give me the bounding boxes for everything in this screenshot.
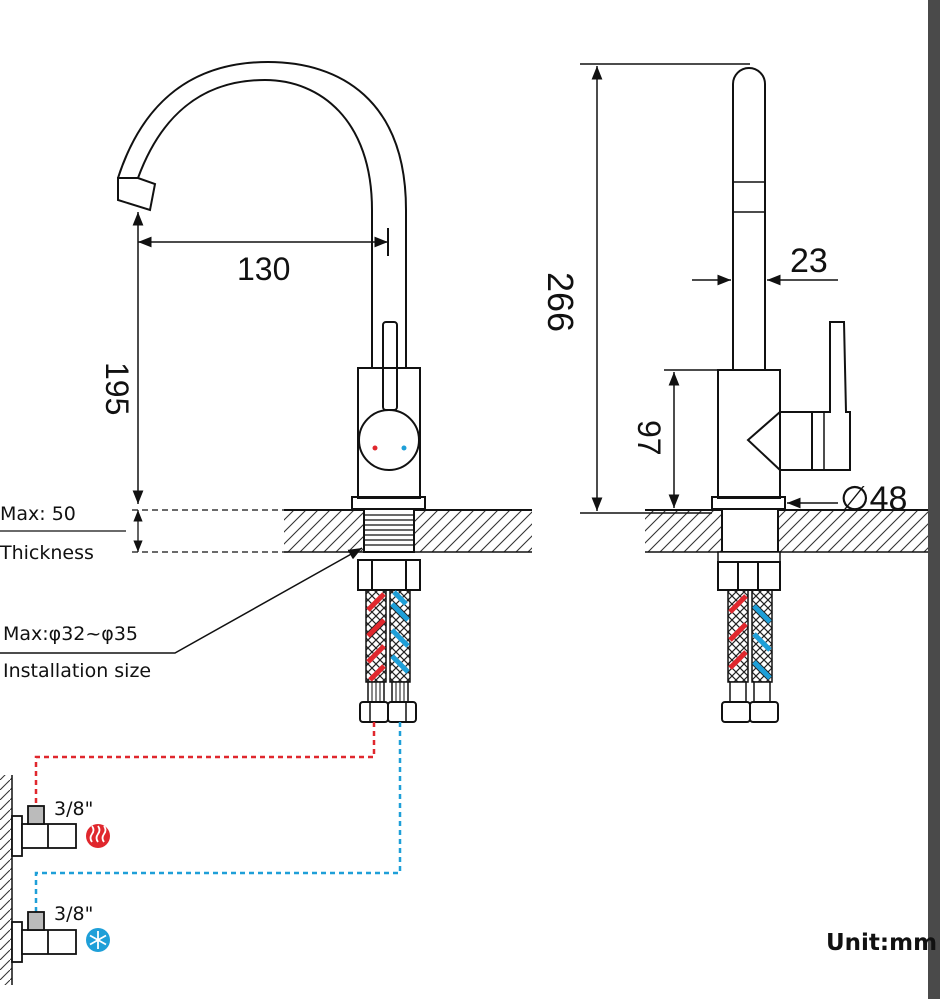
side-lever [811,321,851,471]
snowflake-icon [86,928,110,952]
hot-dot [372,445,378,451]
dim-thickness [0,509,290,553]
side-lever-arm [746,411,813,471]
mounting-nut-side [717,561,781,591]
hot-supply-line [34,722,376,806]
spout-nozzle [117,177,157,212]
thickness-label: Thickness [0,542,94,564]
side-spout [732,67,766,370]
install-size-label: Installation size [3,660,151,682]
dim-reach [138,228,389,256]
hot-angle-valve [11,805,77,857]
spout-inner [117,60,407,368]
cold-dot [401,445,407,451]
mounting-nut-front [357,559,421,591]
hoses-side [721,589,779,723]
side-view [711,67,851,510]
faucet-body [357,367,421,499]
lever [382,321,398,411]
cold-angle-valve [11,911,77,963]
wall [0,775,13,985]
dim-total-height-value: 266 [540,272,581,332]
side-body [717,369,781,499]
dim-spout-diameter-value: 23 [790,242,828,280]
cartridge [358,409,420,471]
page-border [928,0,940,999]
spout [137,78,373,368]
heat-icon [86,824,110,848]
dim-spout-height-value: 195 [99,362,135,415]
dim-base-diameter-value: ∅48 [840,480,907,518]
cold-connector-label: 3/8" [54,903,93,925]
countertop-front [284,508,532,553]
front-view [117,60,426,510]
dim-body-height [664,369,718,508]
dim-reach-value: 130 [237,251,290,287]
install-range-label: Max:φ32~φ35 [3,623,138,645]
supply-lines [34,722,402,912]
countertop-side [645,508,928,563]
hot-connector-label: 3/8" [54,798,93,820]
unit-label: Unit:mm [826,930,937,956]
dim-total-height [580,63,750,514]
install-leader [0,547,363,654]
cold-supply-line [34,722,402,912]
dim-body-height-value: 97 [631,420,667,456]
max-thickness-label: Max: 50 [0,503,76,525]
hoses-front [359,589,417,723]
